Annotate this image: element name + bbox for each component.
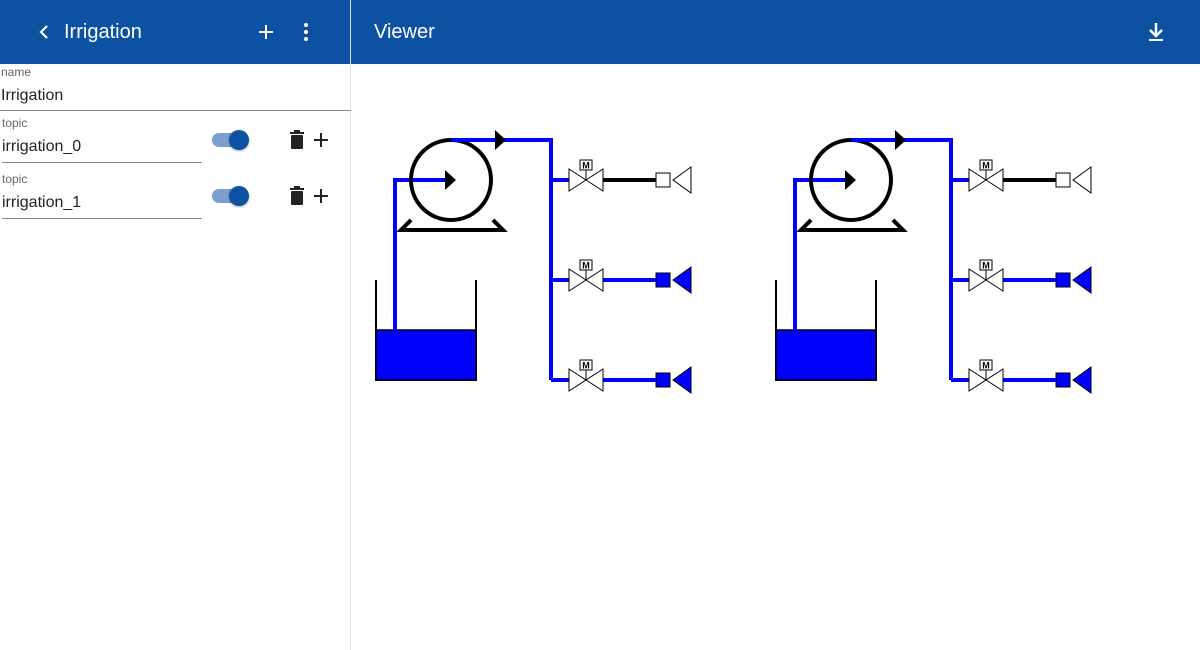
download-icon [1149,23,1163,41]
motor-box [979,359,993,371]
viewer-pane: Viewer M M M M M M [351,0,1200,650]
motor-label: M [582,161,590,171]
motor-label: M [982,261,990,271]
motor-box [979,259,993,271]
motor-box [579,259,593,271]
plus-icon [259,25,273,39]
sprinkler-head-icon [1072,266,1092,294]
nozzle-square [655,372,671,388]
outlet-branch: M [951,159,1092,194]
motor-box [579,359,593,371]
editor-pane: Irrigation name topic [0,0,351,650]
pump-base [796,218,908,232]
more-vert-icon [304,23,308,41]
discharge-pipe [851,138,953,380]
add-topic-button[interactable] [307,182,335,210]
outlet-branch: M [551,259,692,294]
flow-arrow [445,170,456,190]
motor-box [979,159,993,171]
topic-input[interactable] [2,193,197,213]
discharge-pipe [451,138,553,380]
topic-input[interactable] [2,137,197,157]
tank-water [775,329,877,381]
nozzle-square [1055,272,1071,288]
motor-label: M [982,161,990,171]
topic-label: topic [2,116,28,130]
sprinkler-head-icon [1072,366,1092,394]
pump-base [396,218,508,232]
nozzle-square [1055,172,1071,188]
name-field: name [0,64,351,112]
sprinkler-head-icon [672,366,692,394]
name-label: name [1,65,32,79]
motor-label: M [582,261,590,271]
flow-arrow [495,130,506,150]
motor-box [579,159,593,171]
suction-pipe [793,178,847,330]
outlet-branch: M [551,159,692,194]
outlet-branch: M [951,259,1092,294]
tank-water [375,329,477,381]
nozzle-square [655,172,671,188]
topic-label: topic [2,172,28,186]
nozzle-square [1055,372,1071,388]
topic-row: topic [0,115,351,165]
toggle-thumb [229,186,249,206]
plus-icon [314,133,328,147]
trash-icon [290,130,304,149]
sprinkler-head-icon [1072,166,1092,194]
flow-arrow [895,130,906,150]
viewer-title: Viewer [374,21,435,43]
plus-icon [314,189,328,203]
name-input[interactable] [1,86,341,106]
suction-pipe [393,178,447,330]
trash-icon [290,186,304,205]
delete-topic-button[interactable] [283,126,311,154]
name-underline [0,110,351,111]
add-topic-button[interactable] [307,126,335,154]
motor-label: M [582,361,590,371]
topic-underline [2,218,202,219]
flow-arrow [845,170,856,190]
add-button[interactable] [252,18,280,46]
editor-title: Irrigation [64,21,142,43]
back-button[interactable] [30,18,58,46]
sprinkler-head-icon [672,266,692,294]
chevron-left-icon [39,25,48,39]
more-menu-button[interactable] [292,18,320,46]
viewer-app-bar: Viewer [351,0,1200,64]
outlet-branch: M [551,359,692,394]
topic-underline [2,162,202,163]
outlet-branch: M [951,359,1092,394]
sprinkler-head-icon [672,166,692,194]
editor-app-bar: Irrigation [0,0,350,64]
irrigation-unit: M M M [375,130,692,394]
topic-row: topic [0,171,351,221]
delete-topic-button[interactable] [283,182,311,210]
download-button[interactable] [1142,18,1170,46]
irrigation-unit: M M M [775,130,1092,394]
nozzle-square [655,272,671,288]
topic-toggle[interactable] [212,128,250,152]
topic-toggle[interactable] [212,184,250,208]
motor-label: M [982,361,990,371]
irrigation-diagram: M M M M M M [375,130,1092,394]
toggle-thumb [229,130,249,150]
